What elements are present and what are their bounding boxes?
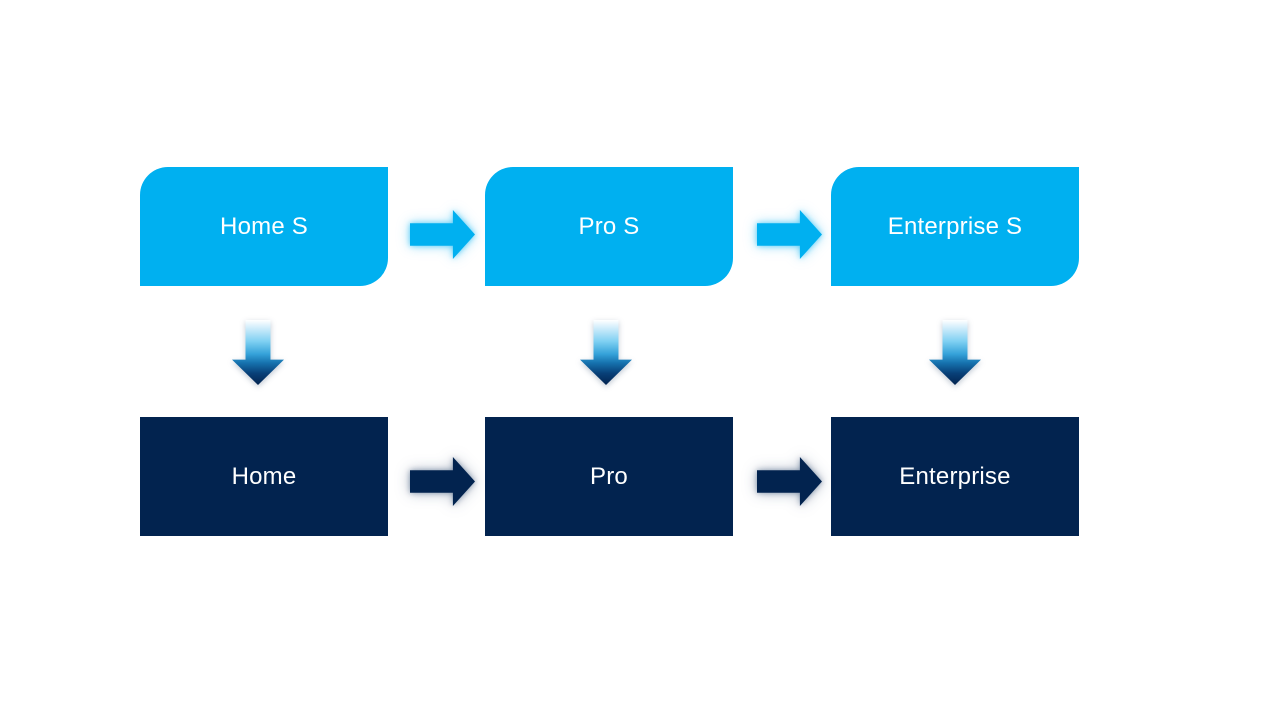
box-pro: Pro	[485, 417, 733, 536]
box-enterprise: Enterprise	[831, 417, 1079, 536]
box-home-s: Home S	[140, 167, 388, 286]
box-pro-s-label: Pro S	[578, 212, 640, 240]
down-arrow-icon	[232, 320, 284, 385]
box-pro-label: Pro	[590, 462, 628, 490]
box-enterprise-s-label: Enterprise S	[887, 212, 1023, 240]
box-enterprise-label: Enterprise	[899, 462, 1011, 490]
right-arrow-icon	[757, 210, 822, 259]
box-home-label: Home	[231, 462, 297, 490]
down-arrow-icon	[929, 320, 981, 385]
right-arrow-icon	[410, 457, 475, 506]
down-arrow-icon	[580, 320, 632, 385]
box-home-s-label: Home S	[220, 212, 308, 240]
box-enterprise-s: Enterprise S	[831, 167, 1079, 286]
right-arrow-icon	[757, 457, 822, 506]
box-home: Home	[140, 417, 388, 536]
right-arrow-icon	[410, 210, 475, 259]
box-pro-s: Pro S	[485, 167, 733, 286]
